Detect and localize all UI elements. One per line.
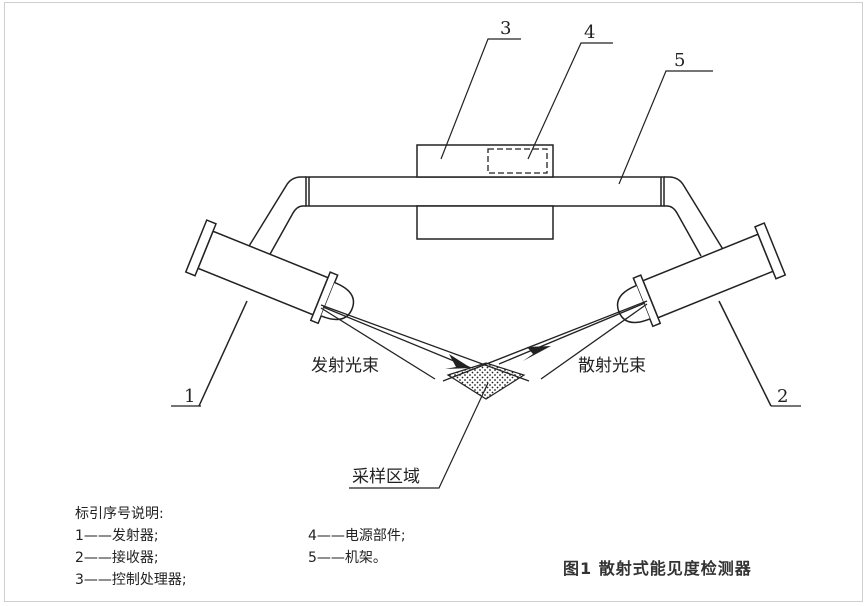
emitter: [184, 219, 355, 325]
receiver: [616, 222, 787, 328]
frame-left-leg: [198, 300, 248, 407]
figure-caption: 图1 散射式能见度检测器: [563, 559, 752, 578]
frame-right-leg: [718, 300, 772, 407]
leader-3: [440, 38, 521, 160]
legend-title: 标引序号说明:: [75, 506, 164, 522]
receiver-body: [642, 233, 774, 319]
legend-item-frame: 5——机架。: [308, 550, 387, 566]
legend-item-receiver: 2——接收器;: [75, 550, 159, 566]
leader-sampling: [349, 382, 489, 489]
scattered-beam: [442, 300, 648, 382]
frame-right-arm: [664, 176, 725, 257]
emitted-beam-arrow: [445, 354, 471, 369]
scattered-beam-arrow: [523, 346, 551, 361]
leader-5: [618, 70, 713, 185]
processor-bottom-block: [416, 205, 554, 240]
emitter-back-flange: [184, 219, 217, 277]
leader-lines: [171, 38, 801, 489]
callout-5: 5: [674, 50, 685, 71]
callout-2: 2: [777, 386, 788, 407]
frame-crossbar: [305, 176, 665, 207]
power-component: [487, 148, 548, 174]
callout-1: 1: [184, 386, 195, 407]
legend-item-processor: 3——控制处理器;: [75, 572, 187, 588]
callout-3: 3: [500, 18, 511, 39]
frame-structure: [198, 176, 772, 407]
sampling-region-label: 采样区域: [352, 467, 420, 487]
legend-item-emitter: 1——发射器;: [75, 528, 159, 544]
processor-top-block: [416, 144, 554, 178]
control-processor: [416, 144, 554, 240]
legend-item-power: 4——电源部件;: [308, 528, 406, 544]
frame-left-arm: [245, 176, 306, 257]
legend-column-left: 1——发射器; 2——接收器; 3——控制处理器;: [75, 525, 187, 591]
detector-diagram: 3 4 5 1 2 发射光束 散射光束 采样区域: [171, 18, 801, 489]
figure-frame: 3 4 5 1 2 发射光束 散射光束 采样区域 标引序号说明: 1——发射器;…: [4, 2, 863, 602]
scattered-beam-label: 散射光束: [578, 356, 646, 376]
receiver-back-flange: [754, 222, 787, 280]
legend-column-right: 4——电源部件; 5——机架。: [308, 525, 406, 569]
emitted-beam: [320, 304, 530, 382]
leader-4: [527, 42, 613, 160]
emitter-body: [197, 230, 329, 316]
emitted-beam-label: 发射光束: [311, 356, 379, 376]
callout-4: 4: [584, 22, 595, 43]
